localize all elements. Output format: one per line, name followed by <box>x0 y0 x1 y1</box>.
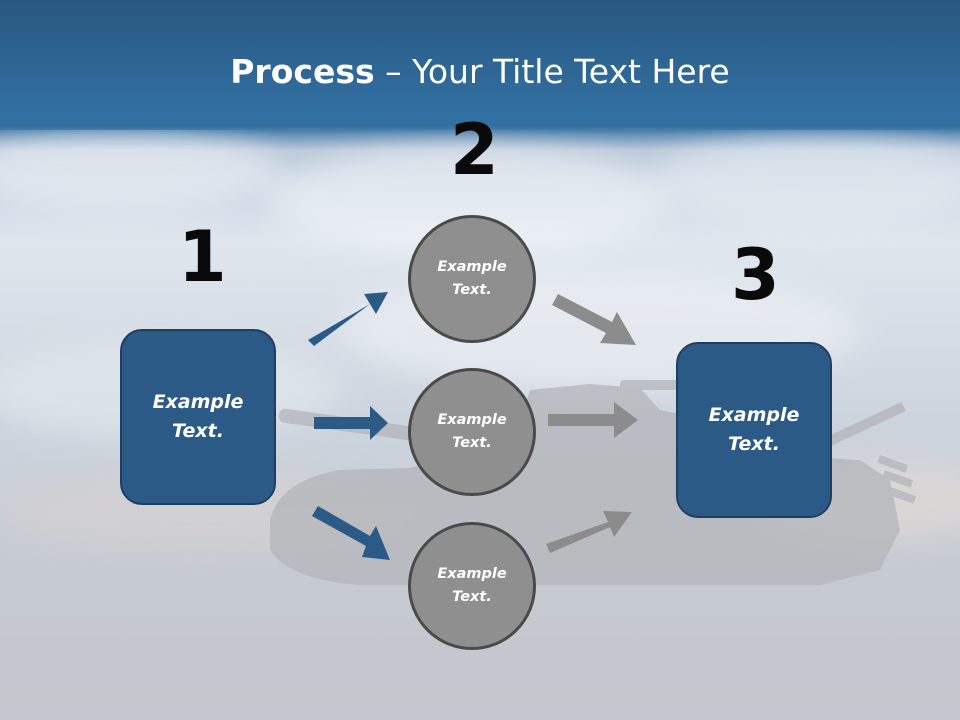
step-2-circle-bottom[interactable]: Example Text. <box>408 522 536 650</box>
step-1-box-text: Example Text. <box>152 391 244 442</box>
circle-text-top: Example Text. <box>437 259 507 298</box>
step-2-circle-middle[interactable]: Example Text. <box>408 368 536 496</box>
title-bold: Process <box>230 52 375 91</box>
title-rest: – Your Title Text Here <box>374 52 730 91</box>
step-3-box-text: Example Text. <box>708 404 800 455</box>
arrow-1-to-bottom <box>312 506 390 560</box>
arrow-top-to-3 <box>552 294 636 345</box>
step-number-2: 2 <box>450 109 499 191</box>
step-2-circle-top[interactable]: Example Text. <box>408 215 536 343</box>
circle-text-middle: Example Text. <box>437 412 507 451</box>
step-3-box[interactable]: Example Text. <box>676 342 832 518</box>
header-band <box>0 0 960 135</box>
arrow-middle-to-3 <box>548 402 638 438</box>
step-number-1: 1 <box>178 216 227 298</box>
arrow-1-to-middle <box>314 406 388 440</box>
arrow-bottom-to-3 <box>546 511 632 553</box>
slide-title: Process – Your Title Text Here <box>0 52 960 91</box>
step-number-3: 3 <box>731 234 780 316</box>
circle-text-bottom: Example Text. <box>437 566 507 605</box>
arrow-1-to-top <box>308 292 388 346</box>
step-1-box[interactable]: Example Text. <box>120 329 276 505</box>
